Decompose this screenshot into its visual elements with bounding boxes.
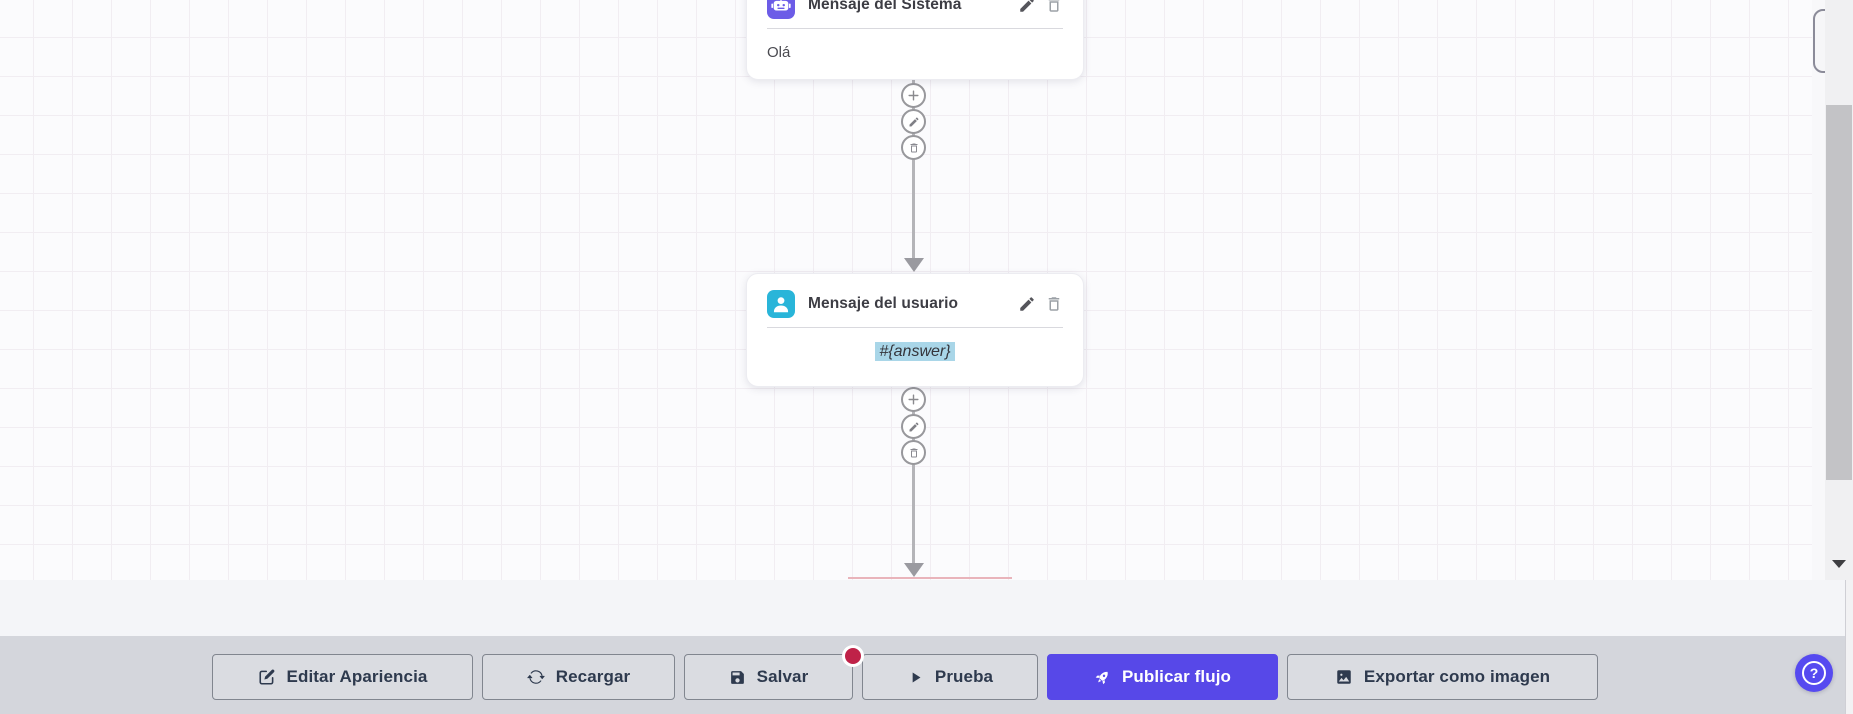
test-button[interactable]: Prueba	[862, 654, 1038, 700]
unsaved-changes-badge	[845, 648, 861, 664]
node-user-message[interactable]: Mensaje del usuario #{answer}	[746, 273, 1084, 387]
canvas-footer-spacer	[0, 580, 1853, 636]
vertical-scrollbar[interactable]	[1825, 0, 1853, 580]
delete-node-button[interactable]	[1045, 0, 1063, 14]
scrollbar-corner	[1845, 580, 1853, 714]
button-label: Editar Apariencia	[286, 667, 428, 686]
save-button[interactable]: Salvar	[684, 648, 861, 700]
node-title: Mensaje del usuario	[808, 295, 959, 312]
node-content: Olá	[767, 44, 791, 61]
add-node-button[interactable]	[901, 387, 926, 412]
edit-node-button[interactable]	[1018, 0, 1036, 14]
plus-icon	[908, 90, 919, 101]
refresh-icon	[527, 670, 545, 684]
reload-button[interactable]: Recargar	[482, 654, 675, 700]
delete-connection-button[interactable]	[901, 440, 926, 465]
divider	[767, 327, 1063, 328]
button-label: Recargar	[555, 667, 631, 686]
play-icon	[912, 672, 921, 682]
pencil-icon	[909, 116, 919, 126]
flow-canvas[interactable]: Mensaje del Sistema Olá Mensaje del usua…	[0, 0, 1853, 580]
node-header: Mensaje del Sistema	[747, 0, 1083, 28]
publish-flow-button[interactable]: Publicar flujo	[1047, 654, 1278, 700]
scroll-down-arrow-icon[interactable]	[1832, 560, 1846, 568]
edit-connection-button[interactable]	[901, 414, 926, 439]
plus-icon	[908, 394, 919, 405]
edit-node-button[interactable]	[1018, 295, 1036, 313]
connector-line	[912, 70, 915, 260]
scrollbar-thumb[interactable]	[1826, 105, 1852, 480]
edit-square-icon	[259, 669, 274, 685]
divider	[767, 28, 1063, 29]
node-content: #{answer}	[747, 328, 1083, 377]
drop-target-hint	[848, 577, 1012, 579]
save-icon	[730, 670, 744, 684]
node-system-message[interactable]: Mensaje del Sistema Olá	[746, 0, 1084, 80]
edit-connection-button[interactable]	[901, 109, 926, 134]
button-label: Exportar como imagen	[1363, 667, 1551, 686]
delete-connection-button[interactable]	[901, 135, 926, 160]
export-image-button[interactable]: Exportar como imagen	[1287, 654, 1598, 700]
toolbar-button-row: Editar Apariencia Recargar Salvar Prueba…	[212, 648, 1598, 700]
arrow-down-icon	[904, 258, 924, 272]
user-icon	[767, 290, 795, 318]
node-header: Mensaje del usuario	[747, 274, 1083, 327]
variable-chip[interactable]: #{answer}	[875, 342, 955, 361]
connector-line	[912, 385, 915, 565]
edit-appearance-button[interactable]: Editar Apariencia	[212, 654, 473, 700]
button-label: Prueba	[934, 667, 994, 686]
delete-node-button[interactable]	[1045, 295, 1063, 313]
robot-icon	[767, 0, 795, 19]
help-button[interactable]: ?	[1795, 654, 1833, 692]
image-icon	[1337, 670, 1351, 684]
trash-icon	[910, 448, 917, 457]
rocket-icon	[1095, 671, 1108, 684]
button-label: Salvar	[756, 667, 809, 686]
question-mark-icon: ?	[1802, 661, 1826, 685]
bottom-toolbar: Editar Apariencia Recargar Salvar Prueba…	[0, 636, 1853, 714]
pencil-icon	[909, 421, 919, 431]
add-node-button[interactable]	[901, 83, 926, 108]
node-title: Mensaje del Sistema	[808, 0, 962, 13]
arrow-down-icon	[904, 563, 924, 577]
trash-icon	[910, 143, 917, 152]
button-label: Publicar flujo	[1121, 667, 1232, 686]
